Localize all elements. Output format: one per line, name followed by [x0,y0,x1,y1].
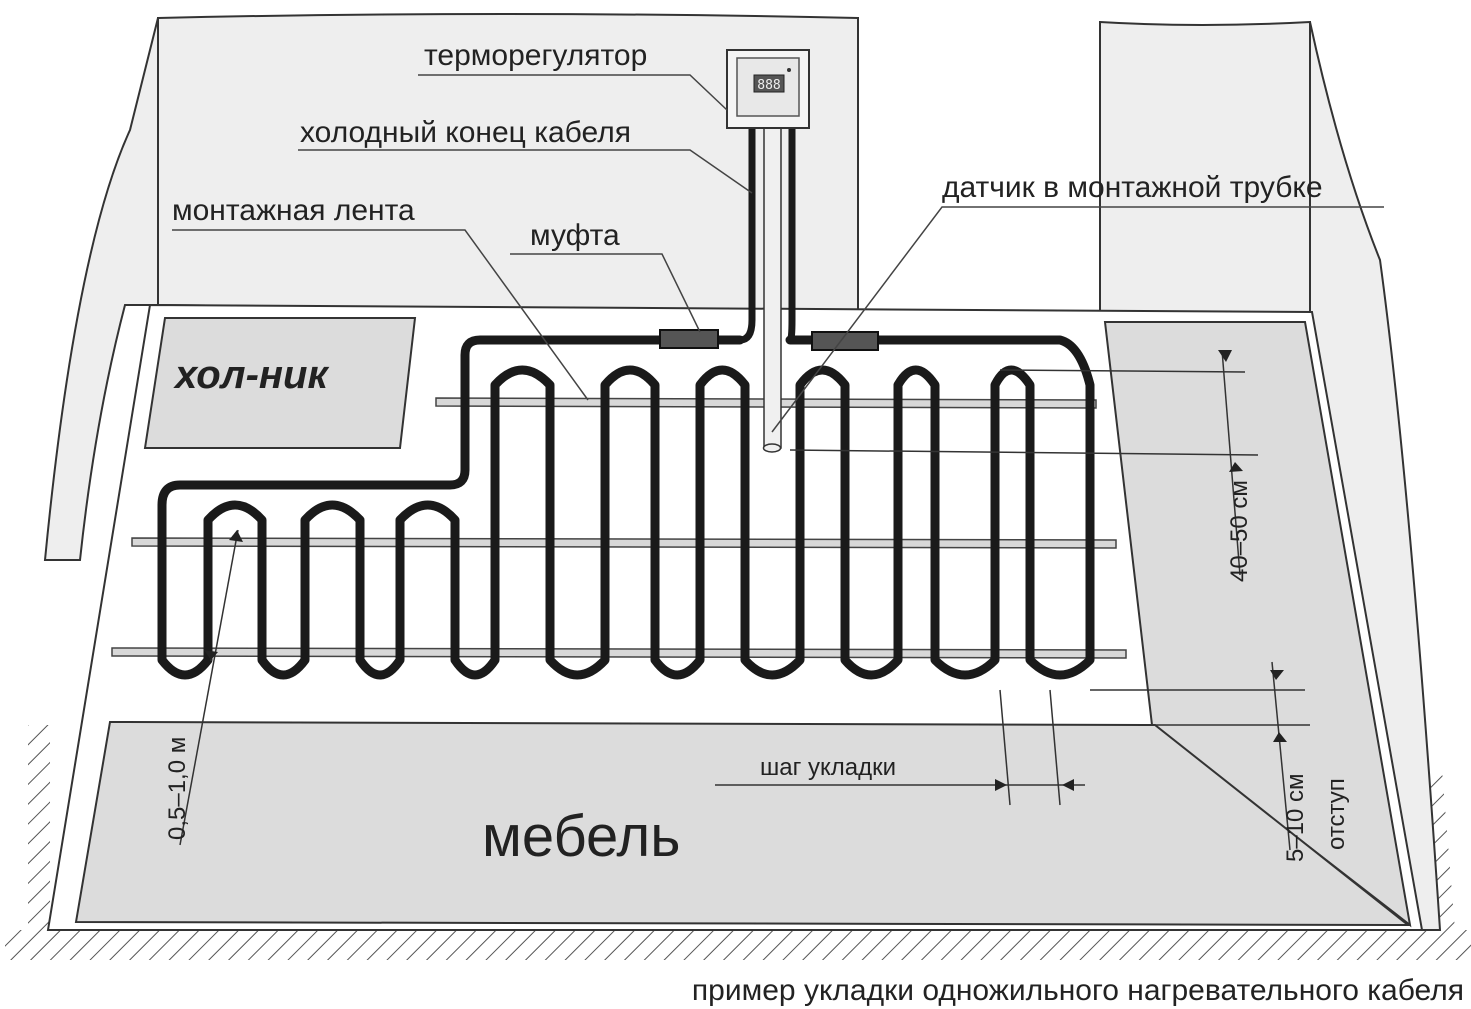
cold-end-label: холодный конец кабеля [300,116,631,149]
right-side-wall [1309,21,1442,931]
coupling-right [811,331,879,351]
hatched-ground [5,930,1471,960]
left-wall [43,17,159,561]
thermostat: 888 [726,49,810,129]
right-wall [1099,20,1311,313]
sensor-tube-end [762,443,782,453]
leader-mounting-tape [172,229,589,401]
leader-sensor [771,206,1384,433]
mounting-tape-bottom [111,647,1127,659]
fridge-label: хол-ник [173,353,329,397]
furniture-zone [74,720,1411,927]
cold-end-right [787,126,796,344]
leader-thermostat [418,74,728,111]
edge-distance-label: 0,5–1,0 м [164,737,191,840]
coupling-left [659,329,719,349]
back-wall [157,13,859,314]
offset-range-label: 5–10 см [1282,773,1309,862]
laying-step-label: шаг укладки [760,754,896,781]
mounting-tape-label: монтажная лента [172,194,415,227]
thermostat-display: 888 [757,78,780,93]
thermostat-label: терморегулятор [424,39,647,72]
heating-cable [157,335,1095,680]
leader-cold-end [298,149,753,194]
caption: пример укладки одножильного нагревательн… [692,974,1464,1007]
leader-coupling [510,253,701,333]
fridge-zone [143,317,417,449]
hatched-ground-left [28,725,50,930]
spacing-label: 40–50 см [1226,480,1253,582]
right-offset-zone [1103,321,1412,928]
furniture-label: мебель [482,804,680,869]
cold-end-left [739,126,756,344]
mounting-tape-middle [131,537,1117,549]
coupling-label: муфта [530,219,620,252]
offset-word-label: отступ [1323,778,1350,850]
sensor-tube [763,125,782,449]
sensor-label: датчик в монтажной трубке [942,171,1323,204]
